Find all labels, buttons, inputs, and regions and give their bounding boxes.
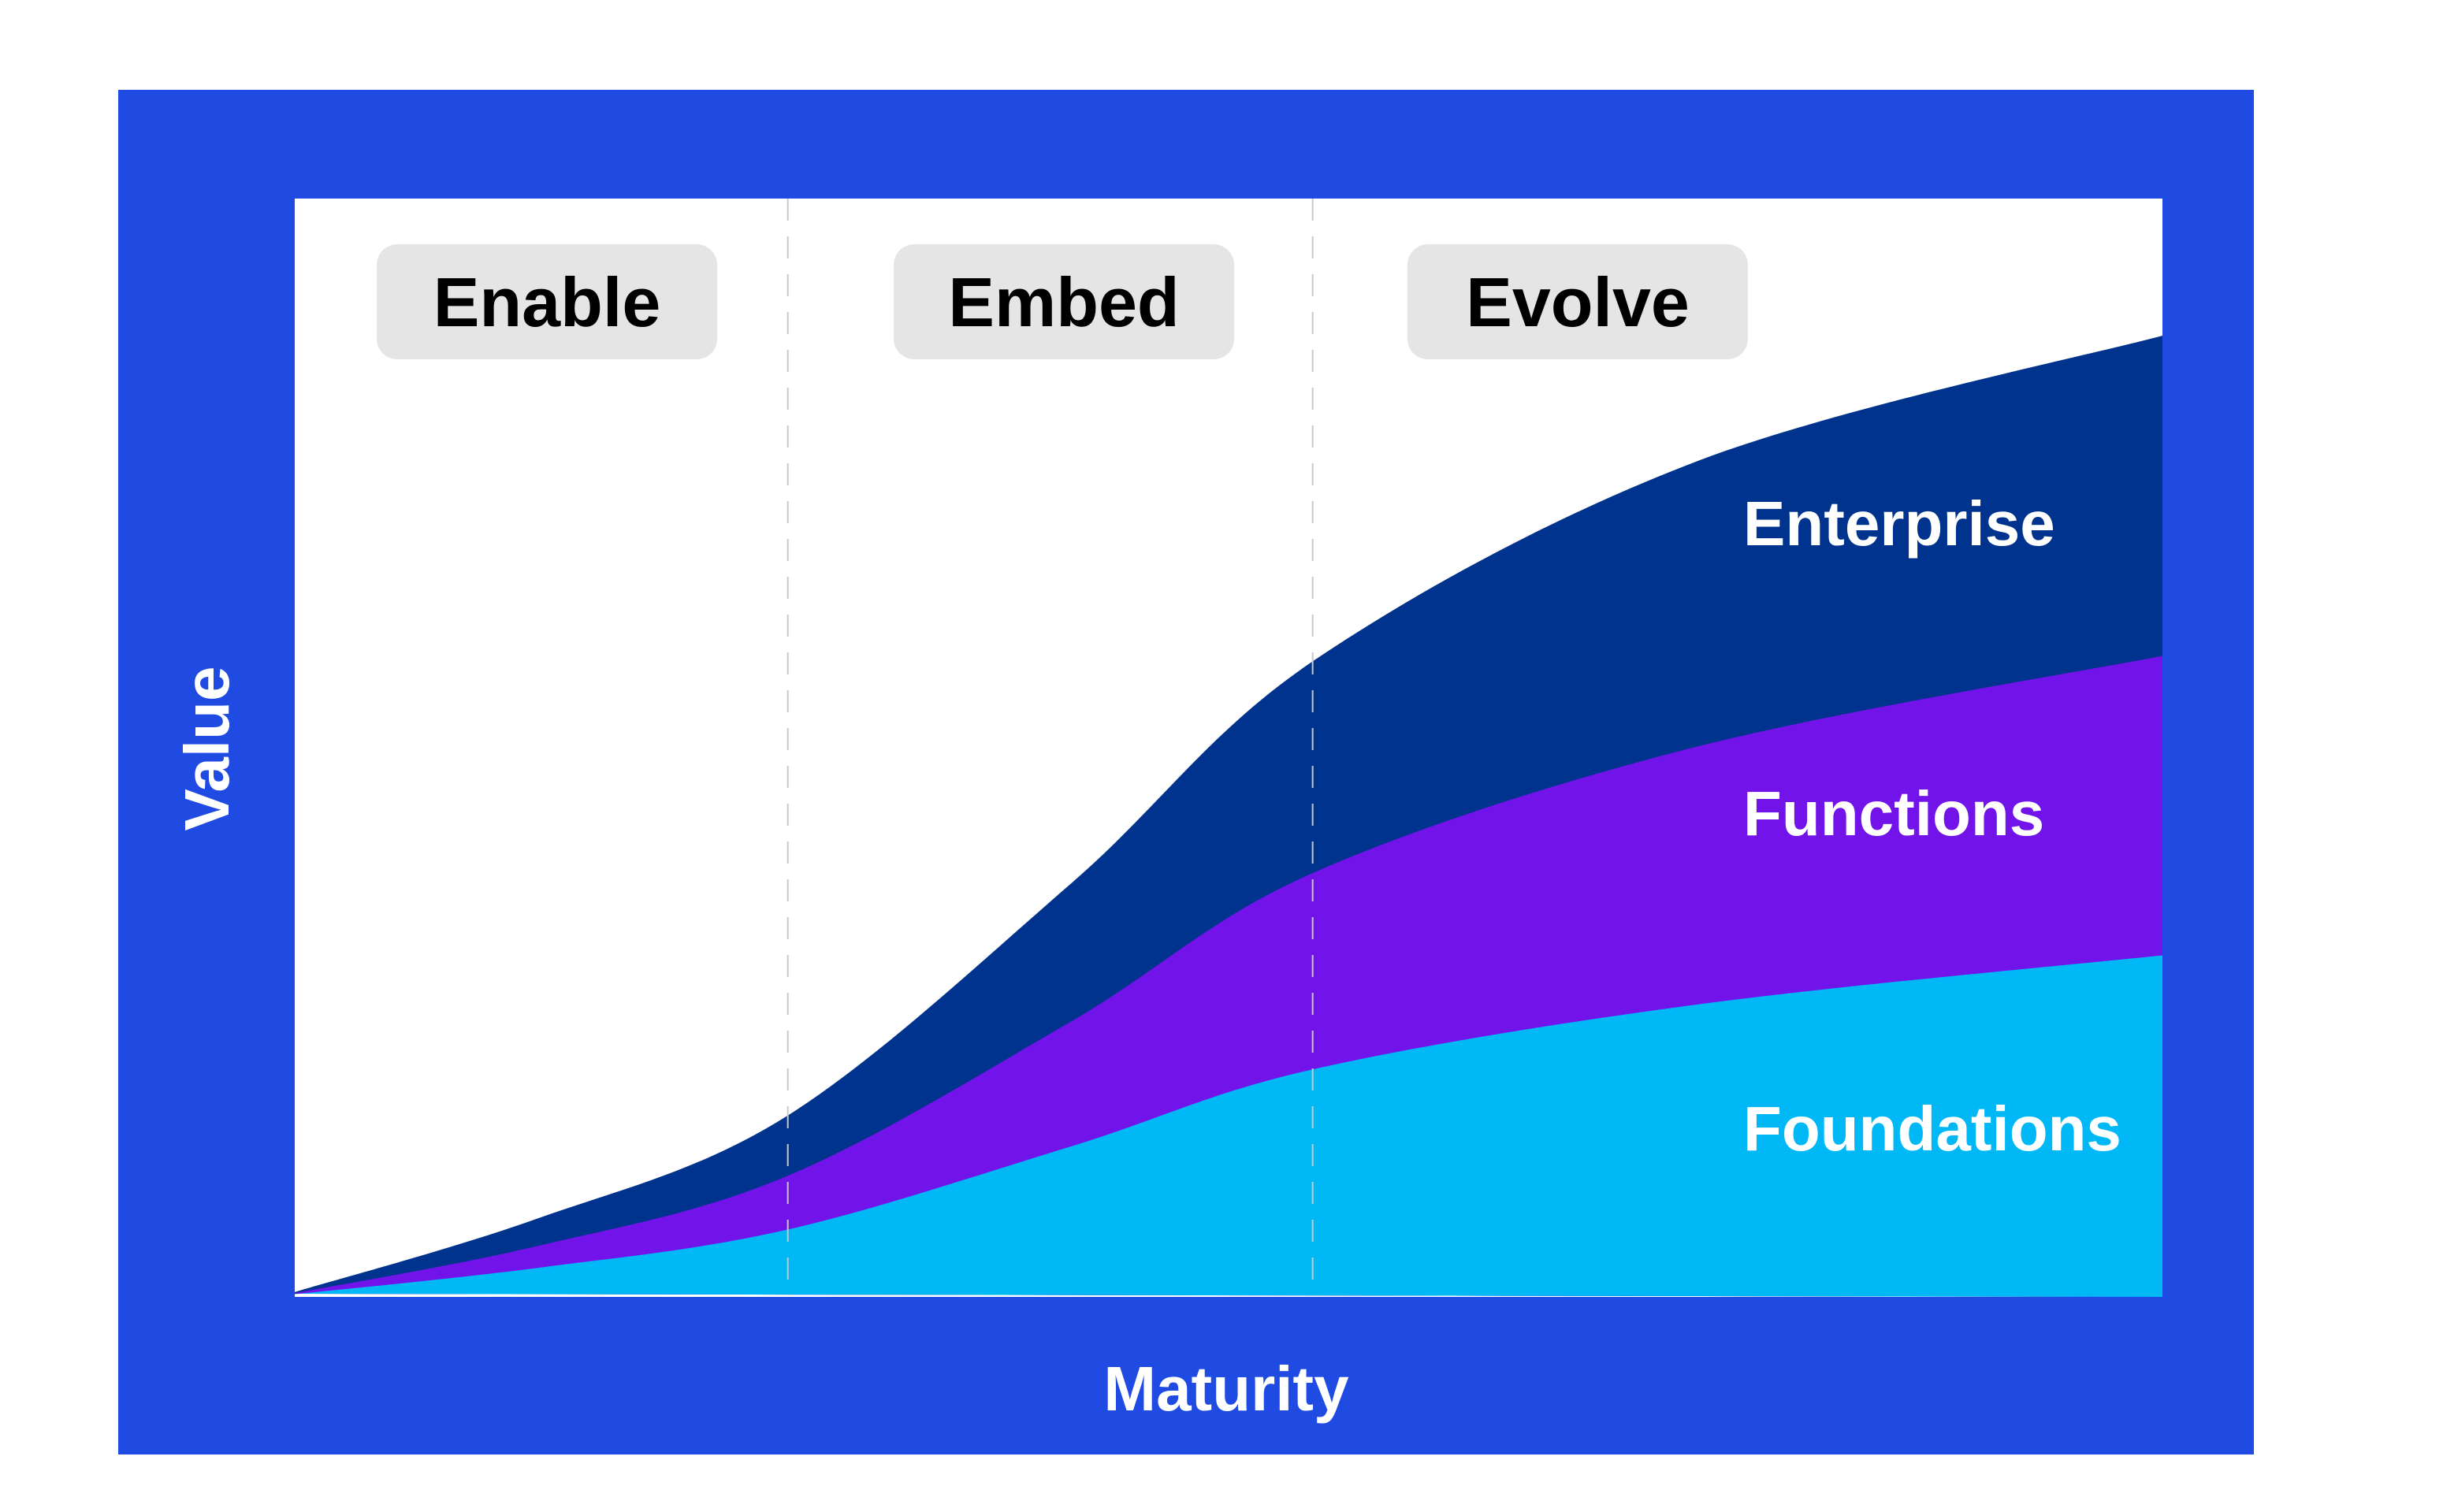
phase-pill-evolve: Evolve (1407, 244, 1748, 359)
x-axis-label: Maturity (1103, 1354, 1349, 1424)
phase-pill-enable: Enable (377, 244, 717, 359)
series-label-enterprise: Enterprise (1743, 489, 2055, 559)
area-foundations (295, 955, 2162, 1297)
pill-background (377, 244, 717, 359)
series-label-foundations: Foundations (1743, 1094, 2121, 1164)
pill-background (894, 244, 1234, 359)
phase-pill-embed: Embed (894, 244, 1234, 359)
pill-background (1407, 244, 1748, 359)
series-label-functions: Functions (1743, 778, 2044, 849)
phase-label: Embed (948, 263, 1179, 341)
y-axis-label: Value (172, 666, 242, 830)
phase-label: Enable (433, 263, 661, 341)
phase-label: Evolve (1466, 263, 1690, 341)
